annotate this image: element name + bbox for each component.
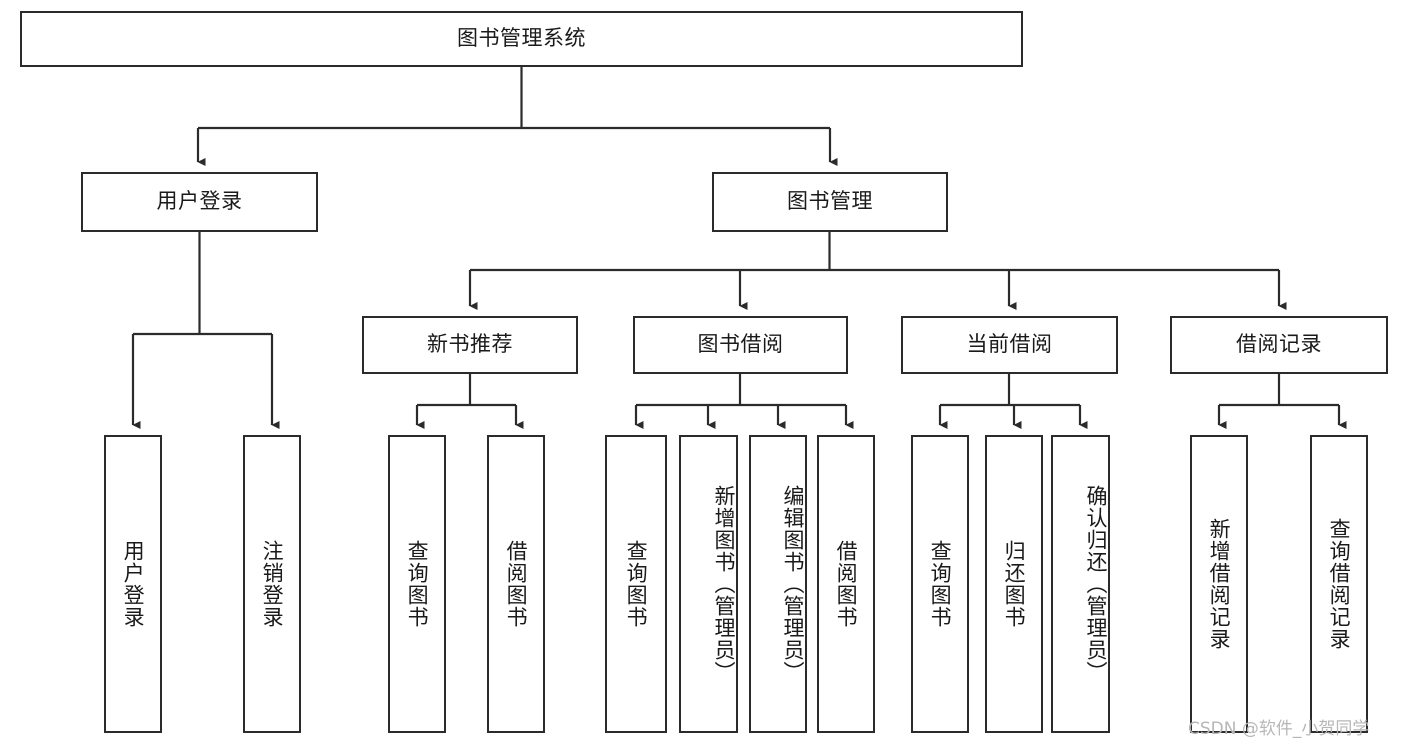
node-new-book-rec-label: 新书推荐 bbox=[427, 332, 513, 357]
node-leaf-confirm-return-admin-label: 确认归还（管理员） bbox=[1084, 485, 1108, 683]
node-book-borrow-label: 图书借阅 bbox=[697, 332, 784, 357]
node-leaf-add-book-admin[interactable]: 新增图书（管理员） bbox=[679, 435, 738, 733]
node-leaf-user-logout-label: 注销登录 bbox=[260, 540, 285, 628]
node-leaf-query-book-rec[interactable]: 查询图书 bbox=[388, 435, 446, 733]
node-book-manage[interactable]: 图书管理 bbox=[712, 172, 948, 232]
node-leaf-borrow-book-rec-label: 借阅图书 bbox=[504, 540, 529, 628]
node-current-borrow[interactable]: 当前借阅 bbox=[901, 316, 1118, 374]
node-leaf-add-borrow-record[interactable]: 新增借阅记录 bbox=[1190, 435, 1248, 733]
node-leaf-query-borrow-record[interactable]: 查询借阅记录 bbox=[1310, 435, 1368, 733]
node-leaf-add-borrow-record-label: 新增借阅记录 bbox=[1207, 518, 1232, 650]
node-leaf-edit-book-admin[interactable]: 编辑图书（管理员） bbox=[749, 435, 807, 733]
node-leaf-return-book[interactable]: 归还图书 bbox=[985, 435, 1043, 733]
node-leaf-return-book-label: 归还图书 bbox=[1002, 540, 1027, 628]
node-current-borrow-label: 当前借阅 bbox=[966, 332, 1053, 357]
csdn-watermark: CSDN @软件_小贺同学 bbox=[1188, 719, 1370, 739]
node-leaf-borrow-book[interactable]: 借阅图书 bbox=[817, 435, 875, 733]
node-new-book-rec[interactable]: 新书推荐 bbox=[362, 316, 578, 374]
node-leaf-user-login[interactable]: 用户登录 bbox=[104, 435, 162, 733]
node-leaf-edit-book-admin-label: 编辑图书（管理员） bbox=[781, 485, 805, 683]
node-leaf-query-book-current[interactable]: 查询图书 bbox=[911, 435, 969, 733]
node-leaf-borrow-book-label: 借阅图书 bbox=[834, 540, 859, 628]
node-leaf-add-book-admin-label: 新增图书（管理员） bbox=[712, 485, 736, 683]
node-leaf-confirm-return-admin[interactable]: 确认归还（管理员） bbox=[1051, 435, 1110, 733]
node-book-manage-label: 图书管理 bbox=[787, 189, 873, 214]
node-book-borrow[interactable]: 图书借阅 bbox=[633, 316, 848, 374]
node-borrow-record[interactable]: 借阅记录 bbox=[1170, 316, 1388, 374]
node-leaf-user-login-label: 用户登录 bbox=[121, 540, 146, 628]
node-leaf-user-logout[interactable]: 注销登录 bbox=[243, 435, 301, 733]
node-user-login-label: 用户登录 bbox=[156, 189, 243, 214]
node-root[interactable]: 图书管理系统 bbox=[20, 11, 1023, 67]
node-root-label: 图书管理系统 bbox=[457, 26, 586, 51]
node-leaf-query-book-rec-label: 查询图书 bbox=[405, 540, 430, 628]
node-leaf-query-book-current-label: 查询图书 bbox=[928, 540, 953, 628]
node-user-login[interactable]: 用户登录 bbox=[81, 172, 318, 232]
node-leaf-borrow-book-rec[interactable]: 借阅图书 bbox=[487, 435, 545, 733]
node-leaf-query-book-borrow-label: 查询图书 bbox=[624, 540, 649, 628]
node-leaf-query-borrow-record-label: 查询借阅记录 bbox=[1327, 518, 1352, 650]
node-leaf-query-book-borrow[interactable]: 查询图书 bbox=[605, 435, 667, 733]
node-borrow-record-label: 借阅记录 bbox=[1236, 332, 1322, 357]
